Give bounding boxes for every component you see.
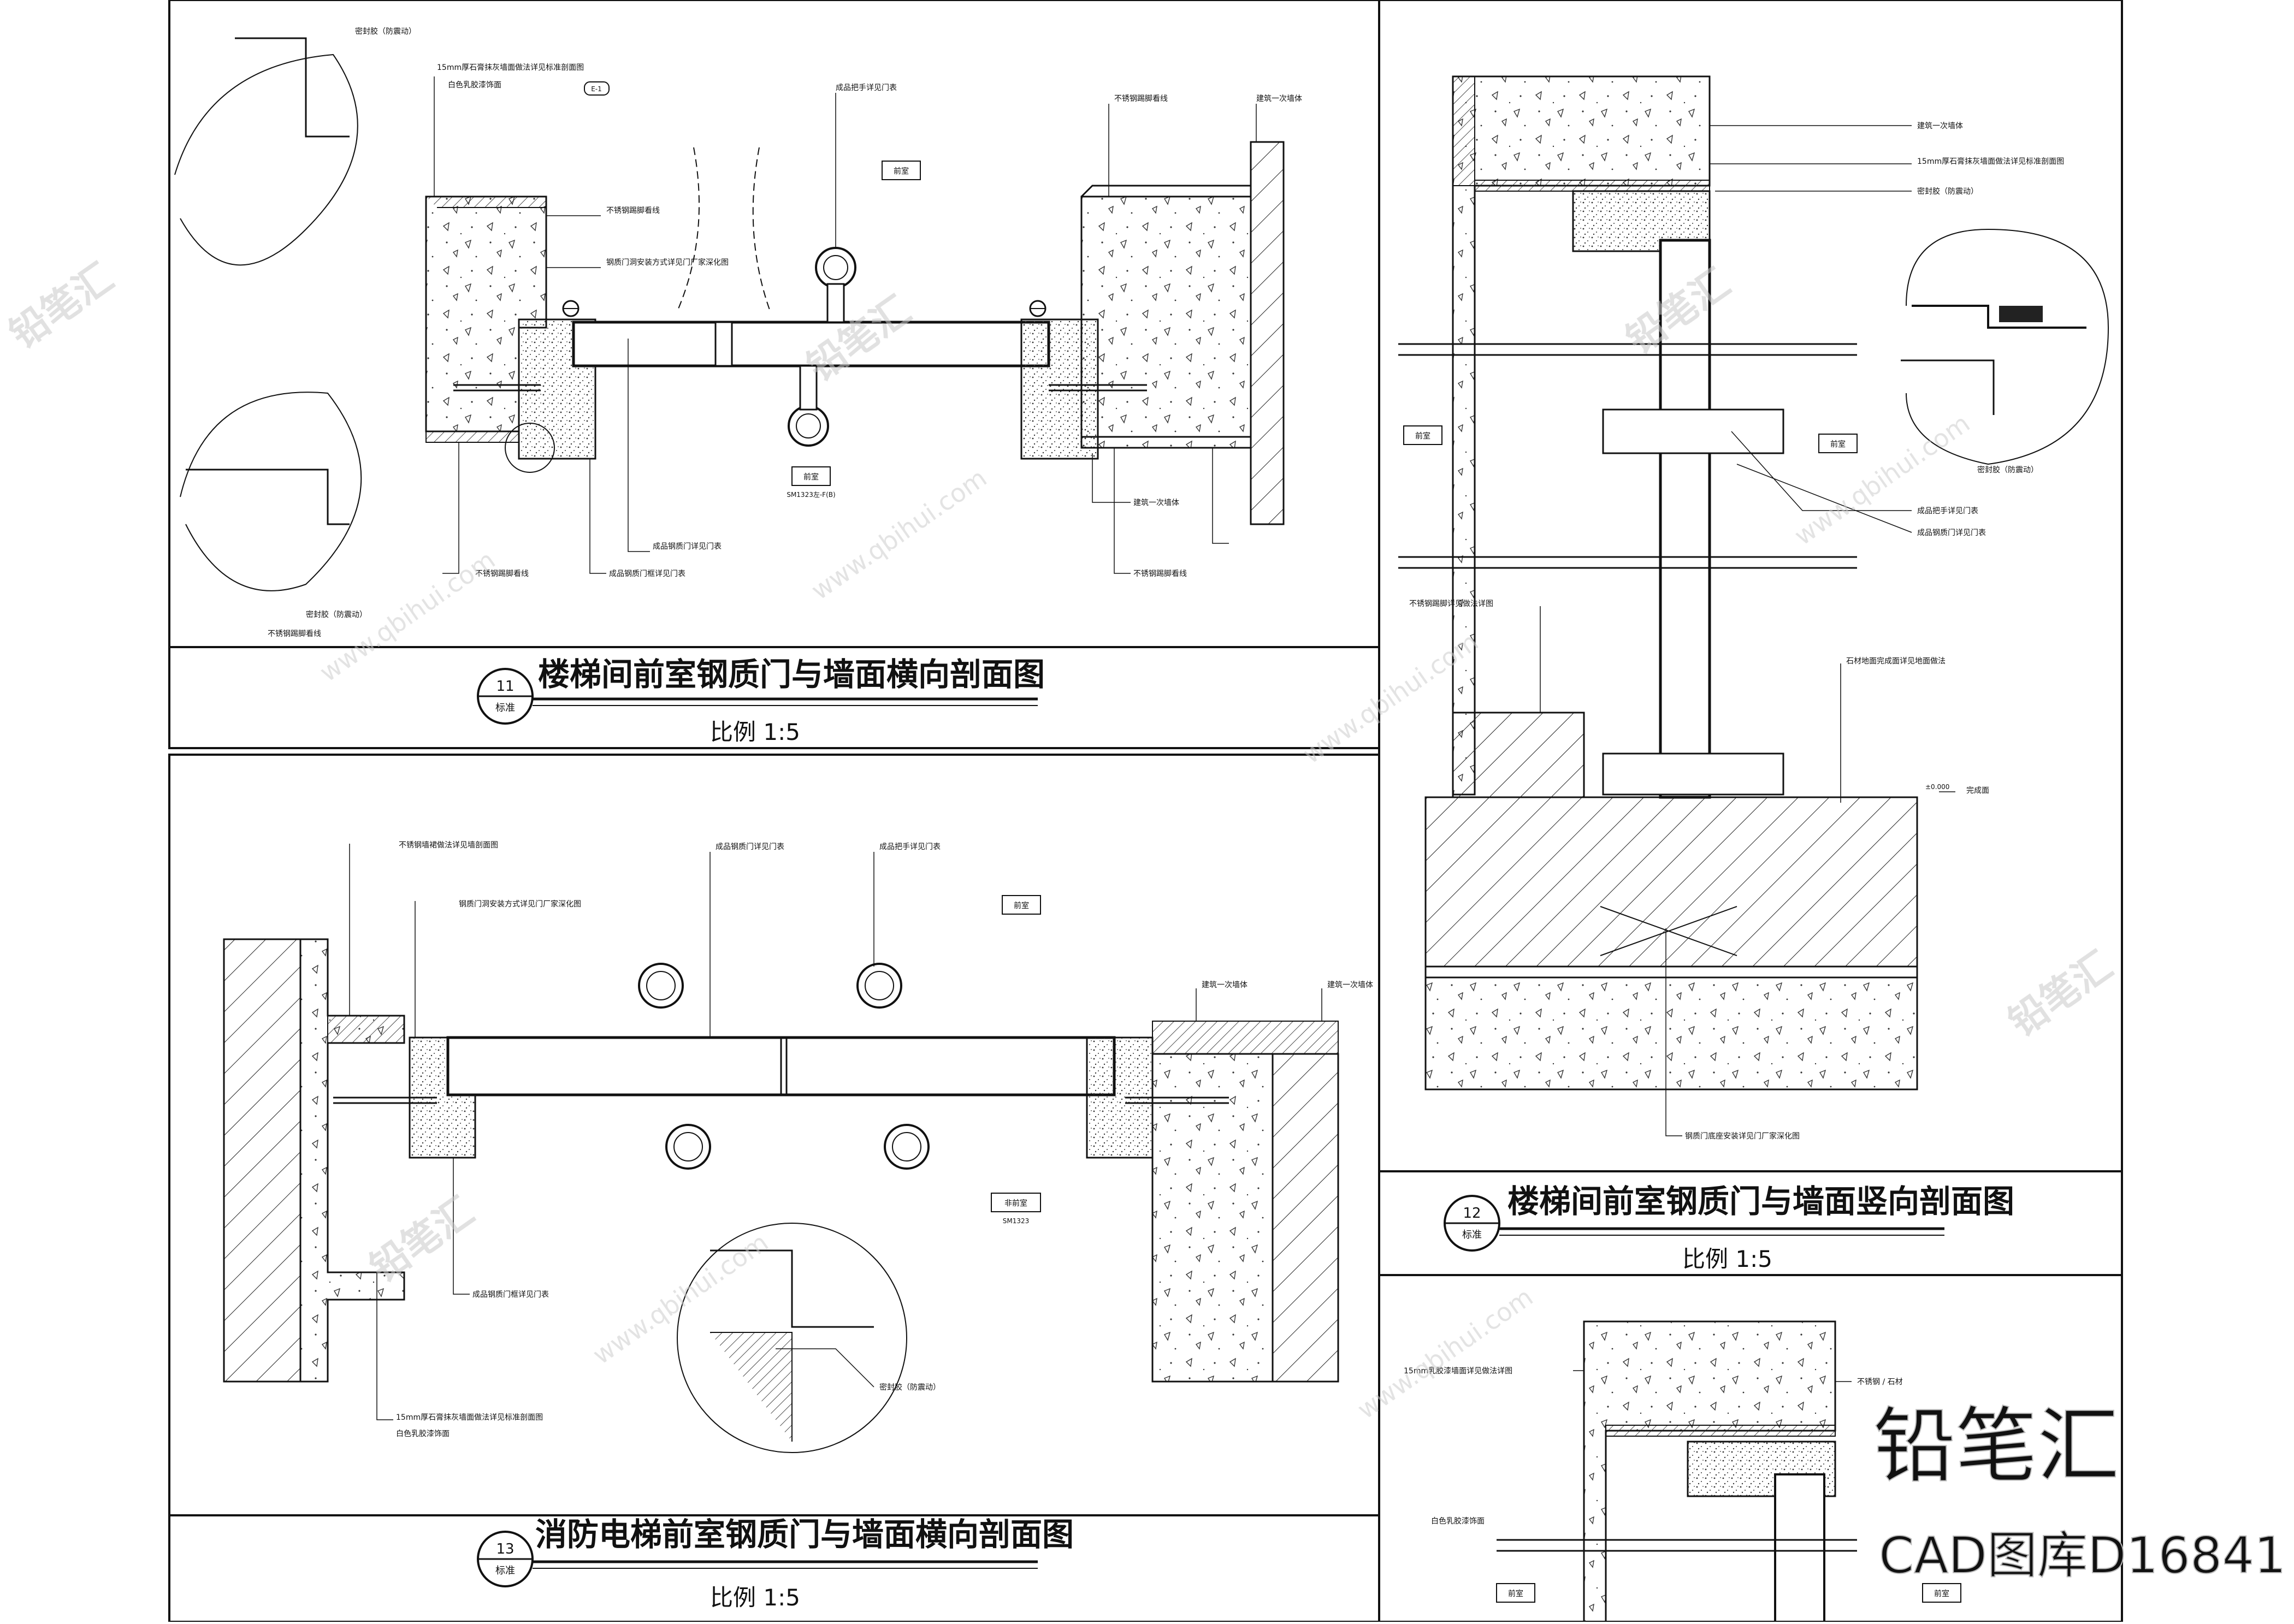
- p12-note-8: 钢质门底座安装详见门厂家深化图: [1685, 1131, 1800, 1141]
- watermark-brand: 铅笔汇: [2001, 943, 2120, 1045]
- p12-note-5: 成品钢质门详见门表: [1917, 529, 1986, 537]
- p13-room-2: 非前室: [1004, 1199, 1027, 1208]
- p11-note-5: 钢质门洞安装方式详见门厂家深化图: [606, 258, 729, 267]
- p12-note-6: 不锈钢踢脚详见做法详图: [1409, 600, 1493, 608]
- partial-panel-drawing: 15mm乳胶漆墙面详见做法详图 白色乳胶漆饰面 不锈钢 / 石材 前室 前室: [1404, 1320, 1961, 1623]
- corner-stamp: 铅笔汇 CAD图库D16841: [1873, 1398, 2287, 1585]
- p11-note-15: 不锈钢踢脚看线: [268, 630, 321, 638]
- p13-number: 13: [496, 1541, 514, 1557]
- p12-note-3: 密封胶（防震动）: [1917, 187, 1978, 196]
- p13-note-5: 建筑一次墙体: [1202, 981, 1247, 989]
- corner-code: CAD图库D16841: [1879, 1526, 2286, 1585]
- p13-note-3: 成品钢质门详见门表: [716, 843, 784, 851]
- p12-note-2: 15mm厚石膏抹灰墙面做法详见标准剖面图: [1917, 157, 2064, 166]
- p13-note-8: 密封胶（防震动）: [879, 1383, 941, 1392]
- p11-scale: 比例 1:5: [710, 719, 800, 745]
- partial-room-2: 前室: [1934, 1589, 1949, 1598]
- p13-note-1: 不锈钢墙裙做法详见墙剖面图: [399, 841, 498, 850]
- p11-note-3: 白色乳胶漆饰面: [448, 80, 501, 90]
- p13-note-4: 成品把手详见门表: [879, 843, 941, 851]
- p12-number: 12: [1463, 1205, 1481, 1222]
- p12-room-2: 前室: [1830, 440, 1846, 449]
- p12-note-7: 石材地面完成面详见地面做法: [1846, 657, 1946, 666]
- p11-door-code: SM1323左-F(B): [787, 490, 835, 499]
- p12-scale: 比例 1:5: [1682, 1246, 1772, 1272]
- p11-note-6: 成品把手详见门表: [836, 84, 897, 92]
- p12-title: 楼梯间前室钢质门与墙面竖向剖面图: [1507, 1183, 2014, 1220]
- p11-note-11: 不锈钢踢脚看线: [475, 570, 529, 578]
- p13-note-10: 白色乳胶漆饰面: [396, 1429, 450, 1438]
- p13-tag: 标准: [495, 1565, 515, 1576]
- p12-tag: 标准: [1462, 1229, 1482, 1241]
- watermark-brand: 铅笔汇: [362, 1188, 482, 1291]
- panel-11-drawing: 密封胶（防震动） 15mm厚石膏抹灰墙面做法详见标准剖面图 白色乳胶漆饰面 不锈…: [174, 27, 1302, 638]
- p13-scale: 比例 1:5: [710, 1584, 800, 1611]
- watermark-url: www.qbihui.com: [806, 463, 992, 606]
- p12-note-9: 完成面: [1966, 786, 1989, 795]
- p11-number: 11: [496, 678, 514, 695]
- p11-badge: E-1: [591, 85, 602, 93]
- p11-title: 楼梯间前室钢质门与墙面横向剖面图: [538, 656, 1045, 693]
- panel-13-drawing: 不锈钢墙裙做法详见墙剖面图 钢质门洞安装方式详见门厂家深化图 成品钢质门详见门表…: [223, 841, 1373, 1453]
- partial-note-2: 白色乳胶漆饰面: [1431, 1516, 1485, 1526]
- p13-note-2: 钢质门洞安装方式详见门厂家深化图: [459, 899, 581, 909]
- partial-note-1: 15mm乳胶漆墙面详见做法详图: [1404, 1366, 1512, 1376]
- p13-title: 消防电梯前室钢质门与墙面横向剖面图: [535, 1516, 1074, 1553]
- panel-13-title-block: 13 标准 消防电梯前室钢质门与墙面横向剖面图 比例 1:5: [477, 1516, 1074, 1611]
- p11-note-7: 不锈钢踢脚看线: [1114, 94, 1168, 103]
- p12-note-1: 建筑一次墙体: [1917, 122, 1963, 131]
- p13-note-7: 成品钢质门框详见门表: [472, 1290, 549, 1299]
- p11-note-8: 建筑一次墙体: [1256, 94, 1302, 103]
- p13-note-9: 15mm厚石膏抹灰墙面做法详见标准剖面图: [396, 1413, 543, 1422]
- p13-note-6: 建筑一次墙体: [1327, 981, 1373, 989]
- p12-level: ±0.000: [1925, 783, 1949, 791]
- partial-room-1: 前室: [1508, 1589, 1523, 1598]
- p11-note-14: 密封胶（防震动）: [306, 610, 367, 619]
- panel-12-title-block: 12 标准 楼梯间前室钢质门与墙面竖向剖面图 比例 1:5: [1444, 1183, 2014, 1272]
- watermark-brand: 铅笔汇: [2, 254, 121, 357]
- p13-door-code: SM1323: [1003, 1217, 1030, 1225]
- p13-room-1: 前室: [1014, 901, 1029, 910]
- p11-note-13: 不锈钢踢脚看线: [1133, 570, 1187, 578]
- p11-note-12: 建筑一次墙体: [1133, 499, 1179, 507]
- p11-note-10: 成品钢质门框详见门表: [609, 570, 685, 578]
- panel-11-title-block: 11 标准 楼梯间前室钢质门与墙面横向剖面图 比例 1:5: [477, 656, 1045, 745]
- p11-tag: 标准: [495, 702, 515, 714]
- corner-brand: 铅笔汇: [1873, 1399, 2119, 1494]
- p12-note-10: 密封胶（防震动）: [1977, 465, 2038, 475]
- p11-room-1: 前室: [894, 167, 909, 176]
- p12-note-4: 成品把手详见门表: [1917, 507, 1978, 515]
- p11-note-2: 15mm厚石膏抹灰墙面做法详见标准剖面图: [437, 63, 584, 72]
- panel-12-drawing: 建筑一次墙体 15mm厚石膏抹灰墙面做法详见标准剖面图 密封胶（防震动） 成品把…: [1398, 75, 2109, 1141]
- p11-room-2: 前室: [803, 472, 819, 482]
- p12-room-1: 前室: [1415, 431, 1430, 441]
- p11-note-9: 成品钢质门详见门表: [653, 542, 722, 551]
- partial-note-3: 不锈钢 / 石材: [1857, 1378, 1903, 1386]
- p11-note-1: 密封胶（防震动）: [355, 27, 416, 36]
- p11-note-4: 不锈钢踢脚看线: [606, 206, 660, 215]
